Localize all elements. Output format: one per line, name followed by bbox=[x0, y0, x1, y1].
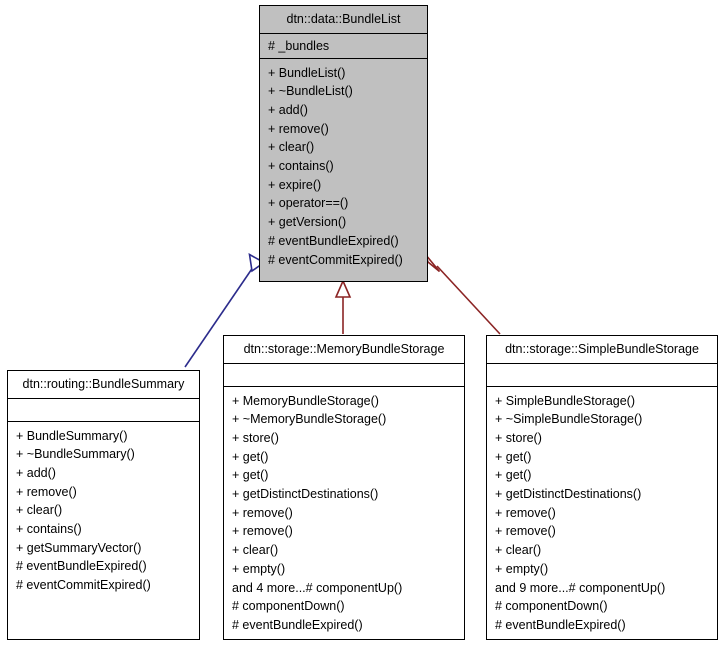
operation-row: + remove() bbox=[495, 505, 556, 520]
operation-row: + empty() bbox=[495, 561, 549, 576]
operation-row: + getDistinctDestinations() bbox=[232, 487, 379, 502]
class-operations-bundle-list: + BundleList() + ~BundleList() + add() +… bbox=[260, 59, 427, 276]
operation-row: + remove() bbox=[232, 524, 293, 539]
operation-row: # eventBundleExpired() bbox=[268, 233, 399, 248]
class-box-simple-bundle-storage[interactable]: dtn::storage::SimpleBundleStorage + Simp… bbox=[486, 335, 718, 640]
class-separator bbox=[260, 32, 427, 34]
class-box-memory-bundle-storage[interactable]: dtn::storage::MemoryBundleStorage + Memo… bbox=[223, 335, 465, 640]
class-separator bbox=[224, 385, 464, 387]
operation-row: + clear() bbox=[232, 543, 279, 558]
class-operations-bundle-summary: + BundleSummary() + ~BundleSummary() + a… bbox=[8, 422, 199, 601]
operation-row: + get() bbox=[495, 449, 532, 464]
operation-row: + expire() bbox=[268, 177, 322, 192]
class-operations-memory-bundle-storage: + MemoryBundleStorage() + ~MemoryBundleS… bbox=[224, 387, 464, 641]
operation-row: + get() bbox=[232, 468, 269, 483]
operation-row: # eventBundleExpired() bbox=[495, 617, 626, 632]
operation-row: + remove() bbox=[232, 505, 293, 520]
class-separator bbox=[260, 57, 427, 59]
operation-row: + BundleSummary() bbox=[16, 428, 128, 443]
operation-row: + add() bbox=[16, 465, 56, 480]
class-operations-simple-bundle-storage: + SimpleBundleStorage() + ~SimpleBundleS… bbox=[487, 387, 717, 641]
class-attributes-bundle-list: # _bundles bbox=[260, 34, 427, 58]
operation-row: + empty() bbox=[232, 561, 286, 576]
operation-row-more: and 9 more...# componentUp() bbox=[495, 580, 666, 595]
attribute-row: # _bundles bbox=[268, 38, 330, 53]
operation-row: + clear() bbox=[16, 503, 63, 518]
operation-row: + BundleList() bbox=[268, 65, 346, 80]
operation-row: + clear() bbox=[495, 543, 542, 558]
operation-row: # eventCommitExpired() bbox=[16, 578, 151, 593]
class-name-simple-bundle-storage: dtn::storage::SimpleBundleStorage bbox=[505, 342, 699, 356]
class-separator bbox=[487, 385, 717, 387]
class-attributes-simple-bundle-storage bbox=[487, 364, 717, 386]
operation-row: # componentDown() bbox=[495, 599, 608, 614]
operation-row: + MemoryBundleStorage() bbox=[232, 393, 379, 408]
operation-row: + ~BundleSummary() bbox=[16, 447, 135, 462]
operation-row: + getDistinctDestinations() bbox=[495, 487, 642, 502]
operation-row: + ~SimpleBundleStorage() bbox=[495, 412, 643, 427]
class-name-bundle-list: dtn::data::BundleList bbox=[286, 12, 401, 26]
operation-row: + get() bbox=[495, 468, 532, 483]
operation-row: + operator==() bbox=[268, 196, 349, 211]
operation-row: + contains() bbox=[268, 159, 334, 174]
operation-row: + getVersion() bbox=[268, 215, 347, 230]
operation-row: # eventCommitExpired() bbox=[268, 252, 403, 267]
class-separator bbox=[224, 362, 464, 364]
class-name-bundle-summary: dtn::routing::BundleSummary bbox=[22, 377, 185, 391]
operation-row: + ~BundleList() bbox=[268, 84, 353, 99]
operation-row: + store() bbox=[232, 430, 279, 445]
operation-row: + SimpleBundleStorage() bbox=[495, 393, 636, 408]
operation-row-more: and 4 more...# componentUp() bbox=[232, 580, 403, 595]
operation-row: + contains() bbox=[16, 522, 82, 537]
class-box-bundle-list[interactable]: dtn::data::BundleList # _bundles + Bundl… bbox=[259, 5, 428, 282]
operation-row: + remove() bbox=[495, 524, 556, 539]
class-box-bundle-summary[interactable]: dtn::routing::BundleSummary + BundleSumm… bbox=[7, 370, 200, 640]
operation-row: # eventBundleExpired() bbox=[232, 617, 363, 632]
class-attributes-bundle-summary bbox=[8, 399, 199, 421]
operation-row: + get() bbox=[232, 449, 269, 464]
operation-row: + remove() bbox=[16, 484, 77, 499]
operation-row: + add() bbox=[268, 102, 308, 117]
class-separator bbox=[8, 397, 199, 399]
operation-row: + remove() bbox=[268, 121, 329, 136]
operation-row: # eventBundleExpired() bbox=[16, 559, 147, 574]
operation-row: + ~MemoryBundleStorage() bbox=[232, 412, 387, 427]
operation-row: # componentDown() bbox=[232, 599, 345, 614]
class-attributes-memory-bundle-storage bbox=[224, 364, 464, 386]
class-separator bbox=[487, 362, 717, 364]
class-separator bbox=[8, 420, 199, 422]
operation-row: + store() bbox=[495, 430, 542, 445]
operation-row: + clear() bbox=[268, 140, 315, 155]
class-name-memory-bundle-storage: dtn::storage::MemoryBundleStorage bbox=[243, 342, 445, 356]
arrow-simple-bundle-storage-to-bundle-list bbox=[424, 253, 501, 335]
operation-row: + getSummaryVector() bbox=[16, 540, 142, 555]
arrow-memory-bundle-storage-to-bundle-list bbox=[334, 279, 352, 334]
